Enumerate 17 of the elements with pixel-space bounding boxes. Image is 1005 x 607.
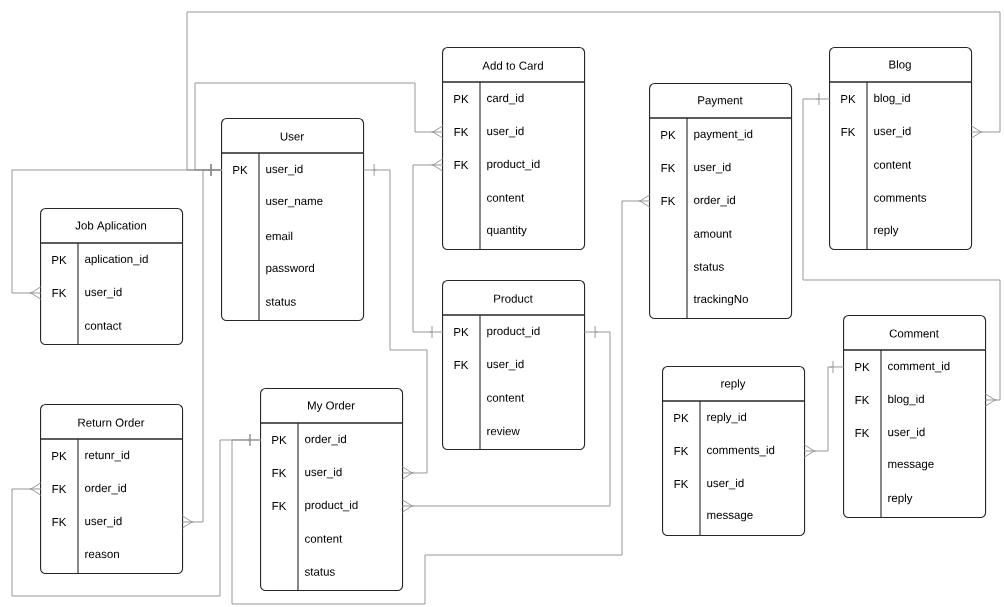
- entity-table: Payment PK payment_id FK user_id FK order_id amount status trackingNo: [648, 83, 793, 320]
- entity-table: My Order PK order_id FK user_id FK product_id content status: [259, 388, 404, 592]
- entity-table: Job Aplication PK aplication_id FK user_id contact: [39, 208, 184, 346]
- relationship-line: [412, 158, 443, 338]
- relationship-line: [802, 93, 1001, 407]
- entity-table: User PK user_id user_name email password status: [220, 118, 365, 322]
- entity-table: Return Order PK retunr_id FK order_id FK user_id reason: [39, 404, 184, 575]
- relationship-line: [363, 164, 428, 480]
- relationship-line: [804, 361, 844, 458]
- entity-table: Product PK product_id FK user_id content review: [441, 280, 586, 451]
- relationship-line: [402, 326, 611, 513]
- entity-table: reply PK reply_id FK comments_id FK user_id message: [661, 366, 806, 537]
- relationship-line: [182, 164, 222, 529]
- entity-table: Add to Card PK card_id FK user_id FK product_id content quantity: [441, 47, 586, 251]
- entity-table: Blog PK blog_id FK user_id content comments reply: [828, 47, 973, 251]
- relationship-line: [231, 194, 650, 605]
- entity-table: Comment PK comment_id FK blog_id FK user_id message reply: [842, 315, 987, 519]
